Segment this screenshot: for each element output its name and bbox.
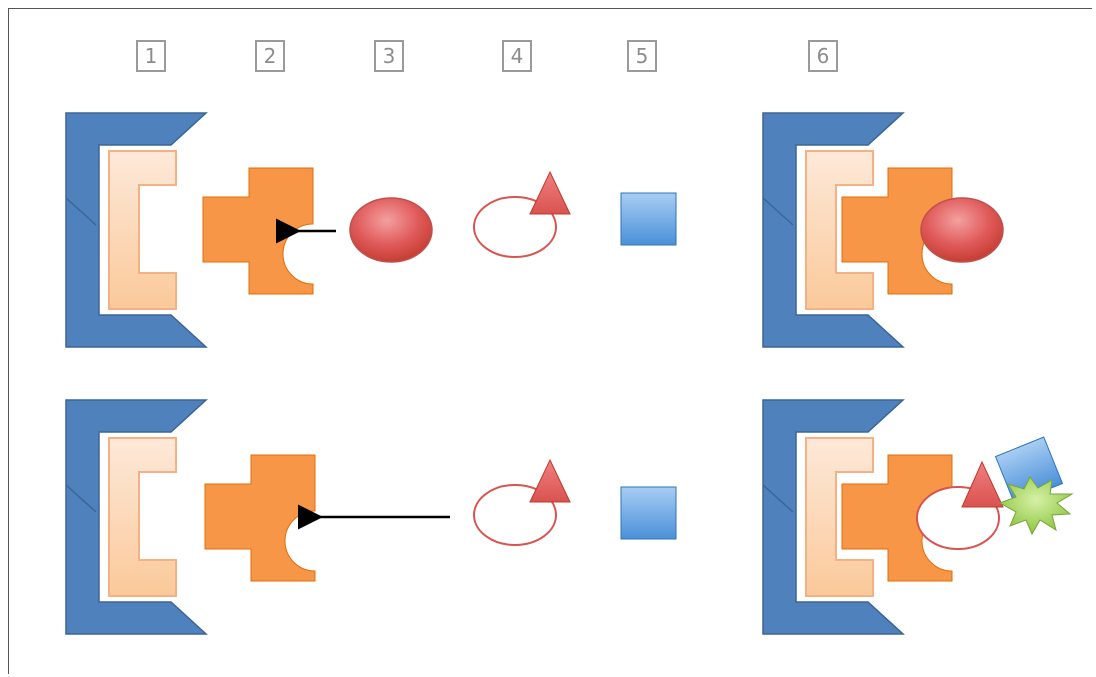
step-label-2: 2 [255,40,285,72]
receptor-bracket-icon [65,112,207,348]
red-ellipse-icon [920,197,1004,263]
step-label-1: 1 [136,40,166,72]
blue-square-icon [620,486,677,540]
green-burst-icon [998,476,1074,536]
step-label-5: 5 [627,40,657,72]
blue-square-icon [620,192,677,246]
step-label-4: 4 [502,40,532,72]
step-label-6: 6 [808,40,838,72]
red-ellipse-icon [349,197,433,263]
receptor-bracket-icon [65,399,207,635]
triangle-ring-icon [473,171,571,258]
step-label-3: 3 [374,40,404,72]
docking-piece-icon [204,454,316,582]
red-triangle-icon [961,460,1004,508]
triangle-ring-icon [473,459,571,546]
